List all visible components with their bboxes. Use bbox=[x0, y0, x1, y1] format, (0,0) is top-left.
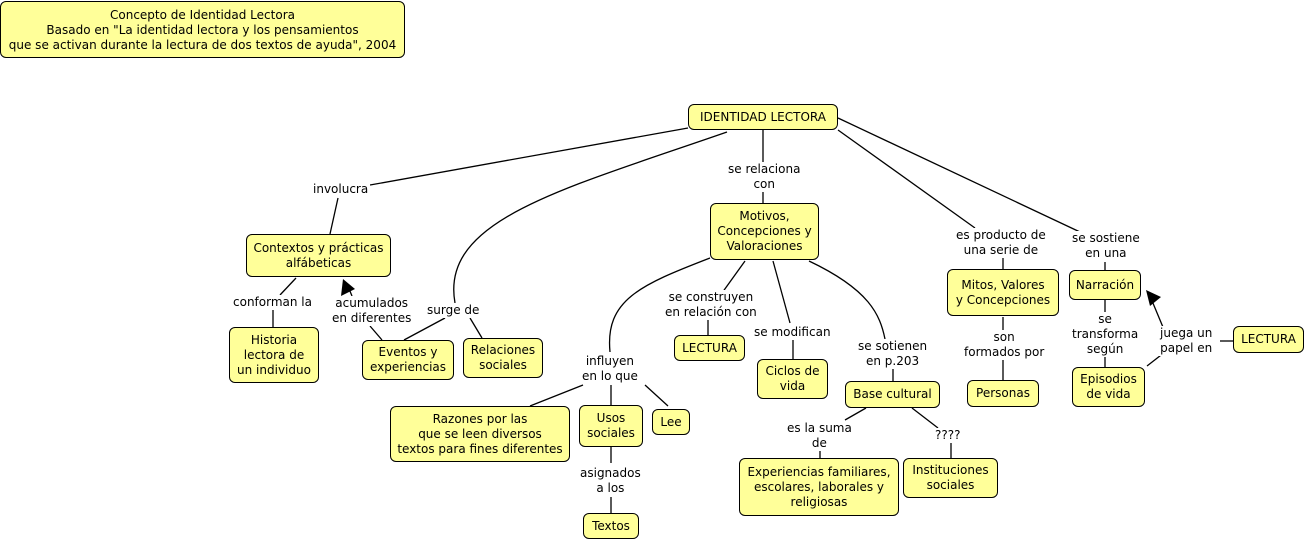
link-influyen-razones bbox=[529, 384, 584, 407]
label-sostienen: se sotienen en p.203 bbox=[856, 339, 930, 369]
link-influyen-lee bbox=[644, 384, 669, 407]
node-identidad-lectora[interactable]: IDENTIDAD LECTORA bbox=[688, 104, 838, 130]
link-motivos-modifican bbox=[772, 260, 791, 324]
node-textos[interactable]: Textos bbox=[583, 513, 639, 539]
link-motivos-influyen bbox=[608, 257, 711, 353]
label-formados: son formados por bbox=[962, 330, 1047, 360]
node-base-cultural[interactable]: Base cultural bbox=[845, 381, 940, 408]
label-qmarks: ???? bbox=[933, 428, 963, 443]
label-conforman: conforman la bbox=[231, 295, 314, 310]
node-lectura-2[interactable]: LECTURA bbox=[1233, 326, 1304, 353]
label-involucra: involucra bbox=[311, 182, 371, 197]
link-identidad-surge bbox=[453, 131, 728, 304]
node-razones[interactable]: Razones por las que se leen diversos tex… bbox=[390, 406, 570, 462]
node-eventos[interactable]: Eventos y experiencias bbox=[362, 340, 454, 380]
label-construyen: se construyen en relación con bbox=[663, 290, 759, 320]
map-title-box: Concepto de Identidad Lectora Basado en … bbox=[0, 1, 405, 58]
node-ciclos[interactable]: Ciclos de vida bbox=[757, 359, 828, 399]
map-subtitle-line1: Basado en "La identidad lectora y los pe… bbox=[46, 23, 359, 37]
node-lectura-1[interactable]: LECTURA bbox=[674, 335, 745, 361]
node-episodios[interactable]: Episodios de vida bbox=[1072, 367, 1145, 407]
link-contextos-conforman bbox=[279, 277, 297, 296]
map-title: Concepto de Identidad Lectora bbox=[110, 8, 295, 22]
link-involucra-contextos bbox=[329, 197, 339, 235]
map-subtitle-line2: que se activan durante la lectura de dos… bbox=[8, 38, 397, 52]
node-instituciones[interactable]: Instituciones sociales bbox=[903, 458, 998, 498]
node-contextos[interactable]: Contextos y prácticas alfábeticas bbox=[246, 234, 391, 277]
node-motivos[interactable]: Motivos, Concepciones y Valoraciones bbox=[710, 203, 819, 260]
link-motivos-sostienen bbox=[808, 260, 886, 340]
link-base-suma bbox=[844, 407, 867, 421]
arrowhead-narracion bbox=[1146, 290, 1161, 306]
label-relaciona: se relaciona con bbox=[726, 162, 803, 192]
node-mitos[interactable]: Mitos, Valores y Concepciones bbox=[947, 269, 1059, 316]
arrowhead-contextos bbox=[341, 279, 355, 296]
node-experiencias[interactable]: Experiencias familiares, escolares, labo… bbox=[739, 458, 899, 516]
label-surge: surge de bbox=[425, 303, 482, 318]
node-historia[interactable]: Historia lectora de un individuo bbox=[229, 327, 319, 383]
link-surge-eventos bbox=[403, 317, 446, 341]
link-eventos-acumulados bbox=[369, 325, 383, 341]
label-transforma: se transforma según bbox=[1070, 312, 1141, 357]
link-motivos-construyen bbox=[721, 260, 746, 294]
node-narracion[interactable]: Narración bbox=[1069, 270, 1141, 300]
link-identidad-producto bbox=[837, 129, 976, 229]
link-base-qmarks bbox=[911, 407, 939, 429]
label-suma: es la suma de bbox=[785, 421, 854, 451]
label-producto: es producto de una serie de bbox=[954, 228, 1048, 258]
link-identidad-sostiene bbox=[837, 117, 1081, 233]
node-personas[interactable]: Personas bbox=[967, 380, 1039, 407]
node-lee[interactable]: Lee bbox=[652, 409, 690, 435]
label-sostiene: se sostiene en una bbox=[1070, 231, 1142, 261]
link-surge-relaciones bbox=[469, 317, 483, 339]
link-identidad-involucra bbox=[369, 127, 689, 186]
label-asignados: asignados a los bbox=[578, 466, 643, 496]
label-acumulados: acumulados en diferentes bbox=[330, 296, 414, 326]
label-modifican: se modifican bbox=[752, 325, 833, 340]
node-usos-sociales[interactable]: Usos sociales bbox=[579, 405, 643, 447]
node-relaciones[interactable]: Relaciones sociales bbox=[463, 338, 543, 378]
label-influyen: influyen en lo que bbox=[580, 354, 640, 384]
label-juega: juega un papel en bbox=[1158, 326, 1215, 356]
